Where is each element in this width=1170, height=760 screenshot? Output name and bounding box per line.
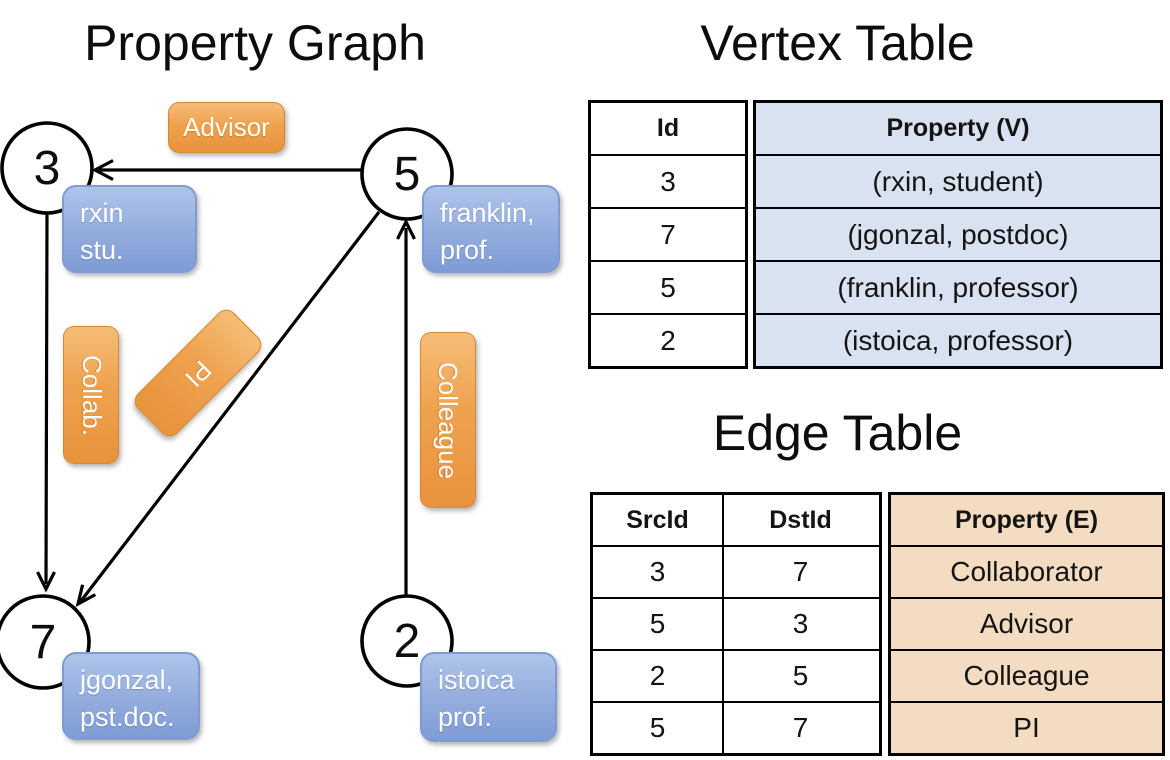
table-cell: 3 <box>593 547 724 597</box>
table-cell: 5 <box>792 660 809 691</box>
table-cell: (jgonzal, postdoc) <box>756 209 1160 260</box>
vertex-propbox-2: istoica prof. <box>420 652 557 742</box>
vertex-propbox-3-line2: stu. <box>80 235 124 265</box>
edge-pill-pi-label: PI <box>179 354 218 393</box>
table-cell: 2 <box>593 651 724 701</box>
table-cell: 3 <box>792 608 809 639</box>
edge-table-property-column: Property (E) Collaborator Advisor Collea… <box>888 492 1165 756</box>
vertex-table-property-column: Property (V) (rxin, student) (jgonzal, p… <box>753 100 1163 369</box>
table-cell: Advisor <box>891 599 1162 649</box>
vertex-propbox-7-line1: jgonzal, <box>80 665 174 695</box>
vertex-table-title: Vertex Table <box>700 15 975 71</box>
table-cell: 5 <box>593 703 724 753</box>
vertex-propbox-7-line2: pst.doc. <box>80 702 175 732</box>
vertex-propbox-5: franklin, prof. <box>422 185 560 273</box>
edge-line-pi <box>79 211 381 602</box>
node-label-3: 3 <box>33 141 61 195</box>
table-cell: 3 <box>660 165 676 197</box>
edge-pill-collab: Collab. <box>63 326 119 464</box>
table-cell: Collaborator <box>891 547 1162 597</box>
table-cell: 5 <box>593 599 724 649</box>
table-cell: (rxin, student) <box>756 156 1160 207</box>
edge-table: SrcId DstId 3 7 5 3 2 5 5 7 Property (E) <box>590 492 1165 756</box>
table-cell: 5 <box>660 271 676 303</box>
table-cell: (istoica, professor) <box>756 315 1160 366</box>
arrowhead-colleague-icon <box>396 218 416 240</box>
edge-pill-collab-label: Collab. <box>76 354 107 436</box>
arrowhead-advisor-icon <box>91 159 114 181</box>
property-graph-title: Property Graph <box>84 15 426 71</box>
vertex-propbox-5-line2: prof. <box>440 235 495 265</box>
vertex-propbox-3: rxin stu. <box>62 185 197 273</box>
vertex-propbox-3-line1: rxin <box>80 198 124 228</box>
edge-table-header-srcid: SrcId <box>593 495 724 545</box>
edge-table-header-property: Property (E) <box>891 495 1162 545</box>
node-label-5: 5 <box>393 147 421 201</box>
table-cell: Colleague <box>891 651 1162 701</box>
edge-table-header-dstid: DstId <box>769 505 832 534</box>
edge-pill-colleague: Colleague <box>420 332 476 508</box>
vertex-propbox-2-line2: prof. <box>438 702 493 732</box>
table-cell: PI <box>891 703 1162 753</box>
edge-pill-colleague-label: Colleague <box>433 361 464 479</box>
node-label-2: 2 <box>393 614 421 668</box>
vertex-table-header-id: Id <box>656 114 680 142</box>
vertex-table-id-column: Id 3 7 5 2 <box>588 100 748 369</box>
edge-line-collab <box>44 213 49 585</box>
edge-table-title: Edge Table <box>712 405 963 461</box>
vertex-propbox-5-line1: franklin, <box>440 198 535 228</box>
table-cell: (franklin, professor) <box>756 262 1160 313</box>
vertex-table-header-property: Property (V) <box>756 103 1160 154</box>
arrowhead-collab-icon <box>36 571 56 593</box>
arrowhead-pi-icon <box>75 584 97 608</box>
edge-pill-advisor-label: Advisor <box>183 112 270 142</box>
table-cell: 7 <box>660 218 676 250</box>
table-cell: 7 <box>792 556 809 587</box>
vertex-propbox-2-line1: istoica <box>438 665 515 695</box>
edge-table-id-columns: SrcId DstId 3 7 5 3 2 5 5 7 <box>590 492 882 756</box>
edge-pill-advisor: Advisor <box>168 102 285 153</box>
vertex-table: Id 3 7 5 2 Property (V) (rxin, student) … <box>588 100 1163 369</box>
table-cell: 7 <box>792 712 809 743</box>
vertex-propbox-7: jgonzal, pst.doc. <box>62 652 200 740</box>
table-cell: 2 <box>660 324 676 356</box>
node-label-7: 7 <box>29 615 57 669</box>
